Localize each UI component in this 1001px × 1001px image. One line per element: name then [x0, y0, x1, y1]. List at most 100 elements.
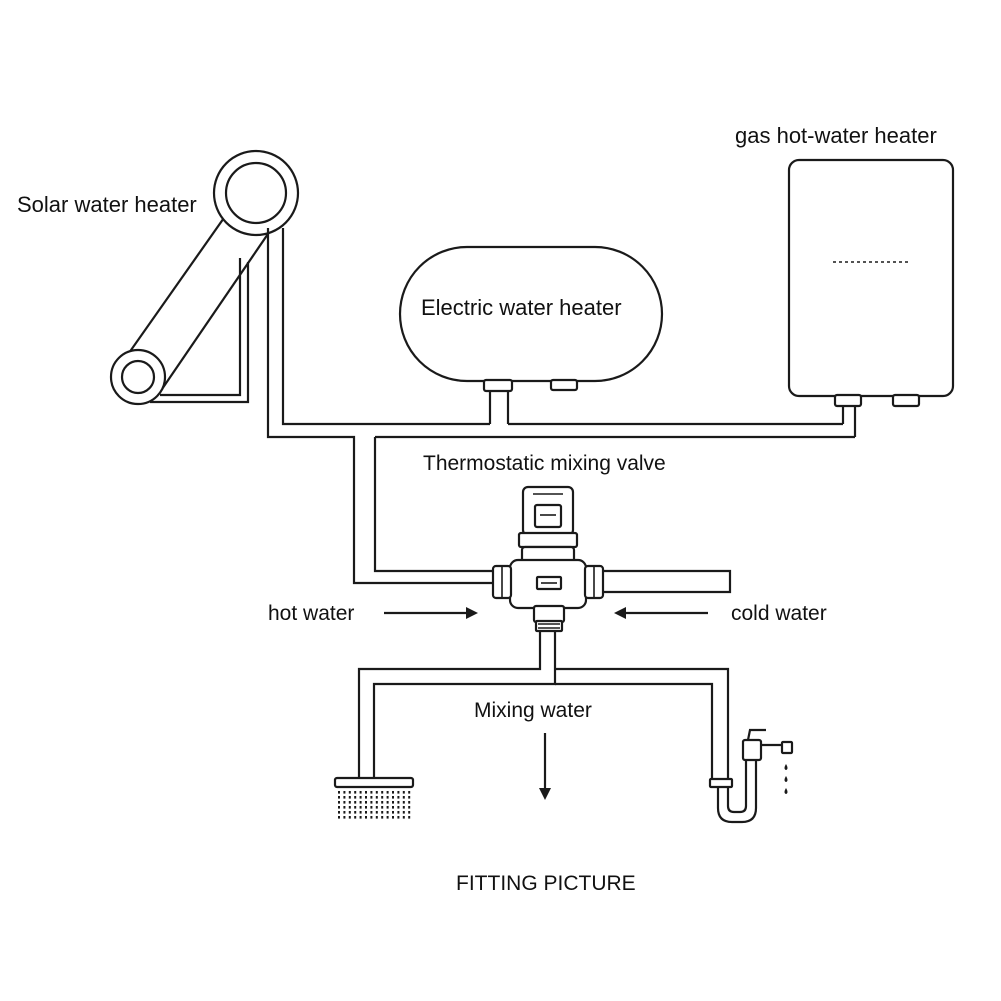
spray-dot — [359, 816, 362, 819]
thermostatic-mixing-valve-label: Thermostatic mixing valve — [423, 452, 666, 475]
spray-dot — [392, 811, 394, 814]
spray-dot — [354, 796, 357, 799]
faucet — [708, 728, 794, 824]
spray-dot — [365, 796, 367, 799]
mixing-water-pipe — [357, 631, 730, 780]
spray-dot — [365, 806, 367, 809]
spray-dot — [386, 796, 389, 799]
electric-water-heater — [398, 245, 664, 393]
spray-dot — [365, 816, 367, 819]
spray-dot — [370, 796, 373, 799]
spray-dot — [370, 816, 373, 819]
spray-dot — [375, 816, 378, 819]
spray-dot — [386, 801, 389, 804]
spray-dot — [397, 796, 400, 799]
spray-dot — [354, 801, 357, 804]
spray-dot — [381, 811, 384, 814]
spray-dot — [392, 801, 394, 804]
thermostatic-mixing-valve — [491, 485, 605, 633]
spray-dot — [402, 811, 405, 814]
solar-hot-pipe — [266, 228, 494, 585]
spray-dot — [402, 806, 405, 809]
spray-dot — [397, 791, 400, 794]
hot-water-header-pipe — [375, 390, 857, 439]
spray-dot — [343, 811, 346, 814]
spray-dot — [386, 811, 389, 814]
shower-spray-dots — [338, 791, 411, 819]
spray-dot — [338, 791, 340, 794]
spray-dot — [397, 801, 400, 804]
spray-dot — [375, 811, 378, 814]
spray-dot — [348, 791, 351, 794]
spray-dot — [381, 816, 384, 819]
mixing-water-arrow — [539, 733, 551, 800]
mixing-water-label: Mixing water — [474, 699, 592, 722]
spray-dot — [381, 796, 384, 799]
spray-dot — [392, 806, 394, 809]
spray-dot — [338, 806, 340, 809]
cold-water-arrow — [614, 607, 708, 619]
spray-dot — [375, 796, 378, 799]
spray-dot — [338, 811, 340, 814]
spray-dot — [408, 801, 411, 804]
spray-dot — [375, 791, 378, 794]
spray-dot — [343, 791, 346, 794]
spray-dot — [402, 816, 405, 819]
spray-dot — [359, 811, 362, 814]
spray-dot — [348, 806, 351, 809]
spray-dot — [392, 796, 394, 799]
spray-dot — [392, 816, 394, 819]
spray-dot — [354, 791, 357, 794]
spray-dot — [408, 806, 411, 809]
spray-dot — [408, 811, 411, 814]
spray-dot — [375, 801, 378, 804]
spray-dot — [408, 791, 411, 794]
spray-dot — [408, 816, 411, 819]
spray-dot — [386, 791, 389, 794]
spray-dot — [397, 806, 400, 809]
spray-dot — [338, 801, 340, 804]
spray-dot — [392, 791, 394, 794]
spray-dot — [365, 801, 367, 804]
spray-dot — [408, 796, 411, 799]
spray-dot — [338, 796, 340, 799]
spray-dot — [354, 816, 357, 819]
hot-water-arrow — [384, 607, 478, 619]
spray-dot — [381, 801, 384, 804]
spray-dot — [402, 801, 405, 804]
spray-dot — [370, 811, 373, 814]
spray-dot — [397, 811, 400, 814]
fitting-picture-caption: FITTING PICTURE — [456, 872, 636, 895]
spray-dot — [359, 806, 362, 809]
spray-dot — [397, 816, 400, 819]
spray-dot — [343, 796, 346, 799]
shower-head — [333, 776, 415, 819]
spray-dot — [354, 811, 357, 814]
electric-water-heater-label: Electric water heater — [421, 295, 622, 320]
spray-dot — [348, 796, 351, 799]
spray-dot — [348, 801, 351, 804]
spray-dot — [359, 796, 362, 799]
spray-dot — [365, 791, 367, 794]
spray-dot — [348, 811, 351, 814]
spray-dot — [338, 816, 340, 819]
spray-dot — [402, 796, 405, 799]
spray-dot — [370, 806, 373, 809]
spray-dot — [386, 806, 389, 809]
spray-dot — [381, 791, 384, 794]
spray-dot — [381, 806, 384, 809]
spray-dot — [375, 806, 378, 809]
gas-hot-water-heater-label: gas hot-water heater — [735, 123, 937, 148]
hot-water-label: hot water — [268, 602, 355, 625]
gas-hot-water-heater — [787, 158, 955, 408]
spray-dot — [370, 791, 373, 794]
spray-dot — [386, 816, 389, 819]
cold-water-pipe — [590, 569, 732, 594]
spray-dot — [370, 801, 373, 804]
spray-dot — [365, 811, 367, 814]
solar-water-heater — [109, 149, 300, 406]
spray-dot — [343, 806, 346, 809]
spray-dot — [343, 801, 346, 804]
spray-dot — [343, 816, 346, 819]
